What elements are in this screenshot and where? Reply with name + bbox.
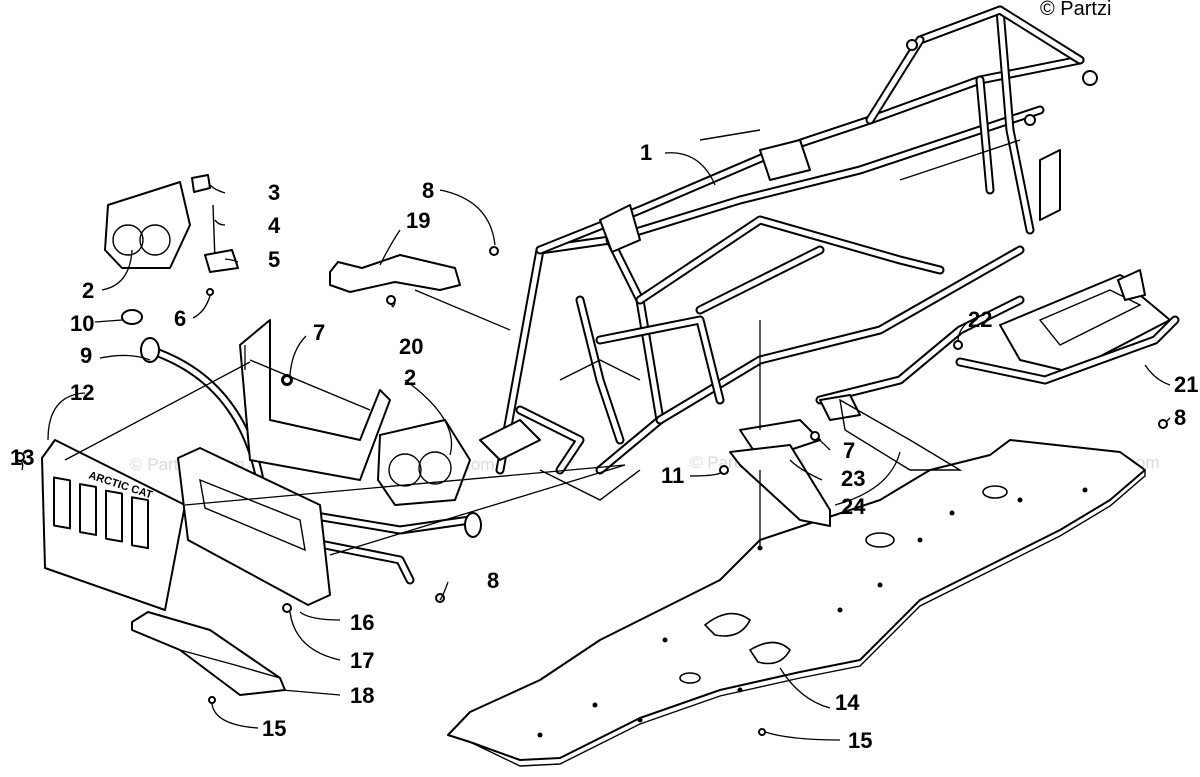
copyright-notice: © Partzi (1040, 0, 1111, 20)
callout-5: 5 (268, 247, 280, 272)
callout-12: 12 (70, 380, 94, 405)
callout-2: 2 (82, 278, 94, 303)
callout-7: 7 (843, 438, 855, 463)
headlight-bracket (329, 254, 461, 293)
callout-10: 10 (70, 311, 94, 336)
grille-panel: ARCTIC CAT (41, 439, 186, 611)
callout-2: 2 (404, 365, 416, 390)
callout-6: 6 (174, 306, 186, 331)
grille-bracket (177, 447, 331, 606)
callout-18: 18 (350, 683, 374, 708)
footrest (955, 269, 1180, 385)
callout-15: 15 (848, 728, 872, 753)
callout-4: 4 (268, 213, 281, 238)
headlight-right (377, 419, 471, 506)
callout-3: 3 (268, 180, 280, 205)
skid-plate (447, 439, 1146, 767)
callout-20: 20 (399, 334, 423, 359)
callouts: 1 2 2 3 4 5 6 7 7 8 8 8 9 10 11 12 13 14… (10, 140, 1198, 753)
callout-19: 19 (406, 208, 430, 233)
callout-16: 16 (350, 610, 374, 635)
callout-24: 24 (841, 494, 866, 519)
callout-8: 8 (422, 178, 434, 203)
frame-cover (729, 398, 963, 527)
callout-15: 15 (262, 716, 286, 741)
callout-17: 17 (350, 648, 374, 673)
callout-23: 23 (841, 466, 865, 491)
headlight-left (104, 181, 191, 269)
leader-lines (19, 152, 1171, 741)
callout-22: 22 (968, 307, 992, 332)
callout-8: 8 (1174, 405, 1186, 430)
callout-1: 1 (640, 140, 652, 165)
callout-7: 7 (313, 320, 325, 345)
front-skid-guard (131, 611, 286, 696)
main-frame (479, 5, 1098, 501)
callout-21: 21 (1174, 372, 1198, 397)
callout-13: 13 (10, 445, 34, 470)
callout-9: 9 (80, 343, 92, 368)
callout-11: 11 (661, 463, 684, 488)
callout-14: 14 (835, 690, 860, 715)
callout-8: 8 (487, 568, 499, 593)
